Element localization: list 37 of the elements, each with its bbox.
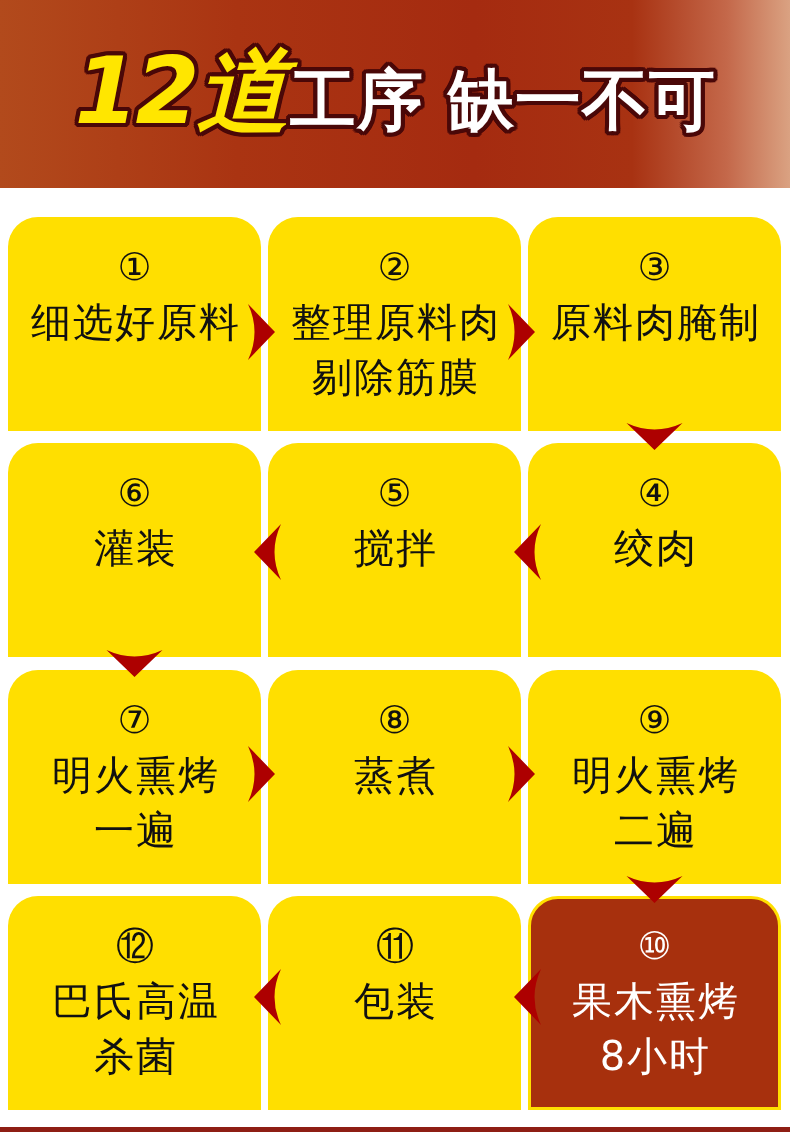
step-label: 原料肉腌制 [549, 298, 761, 347]
process-box [268, 896, 521, 1110]
step-label: 搅拌 [352, 524, 438, 573]
step-number: ② [377, 247, 412, 287]
process-box [8, 443, 261, 657]
step-number: ⑦ [117, 700, 152, 740]
process-box [268, 443, 521, 657]
step-label: 细选好原料 [29, 298, 241, 347]
step-label: 整理原料肉剔除筋膜 [289, 298, 502, 402]
process-box [528, 896, 781, 1110]
step-number: ⑨ [637, 700, 672, 740]
step-number: ⑩ [637, 926, 672, 966]
step-label: 明火熏烤一遍 [50, 751, 221, 855]
process-box [8, 217, 261, 431]
step-label: 包装 [352, 977, 438, 1026]
process-box [268, 217, 521, 431]
step-number: ⑫ [115, 926, 154, 966]
process-box [528, 217, 781, 431]
step-number: ③ [637, 247, 672, 287]
step-label: 灌装 [92, 524, 178, 573]
step-number: ④ [637, 473, 672, 513]
step-number: ⑥ [117, 473, 152, 513]
step-number: ① [117, 247, 152, 287]
title: 12道工序 缺一不可 [74, 44, 716, 147]
process-box [528, 670, 781, 884]
process-box [528, 443, 781, 657]
step-label: 蒸煮 [352, 751, 438, 800]
step-number: ⑧ [377, 700, 412, 740]
step-number: ⑪ [375, 926, 414, 966]
step-label: 明火熏烤二遍 [570, 751, 741, 855]
step-label: 果木熏烤8小时 [570, 977, 741, 1081]
step-number: ⑤ [377, 473, 412, 513]
process-box [8, 896, 261, 1110]
step-label: 巴氏高温杀菌 [50, 977, 221, 1081]
process-box [268, 670, 521, 884]
step-label: 绞肉 [612, 524, 698, 573]
process-box [8, 670, 261, 884]
